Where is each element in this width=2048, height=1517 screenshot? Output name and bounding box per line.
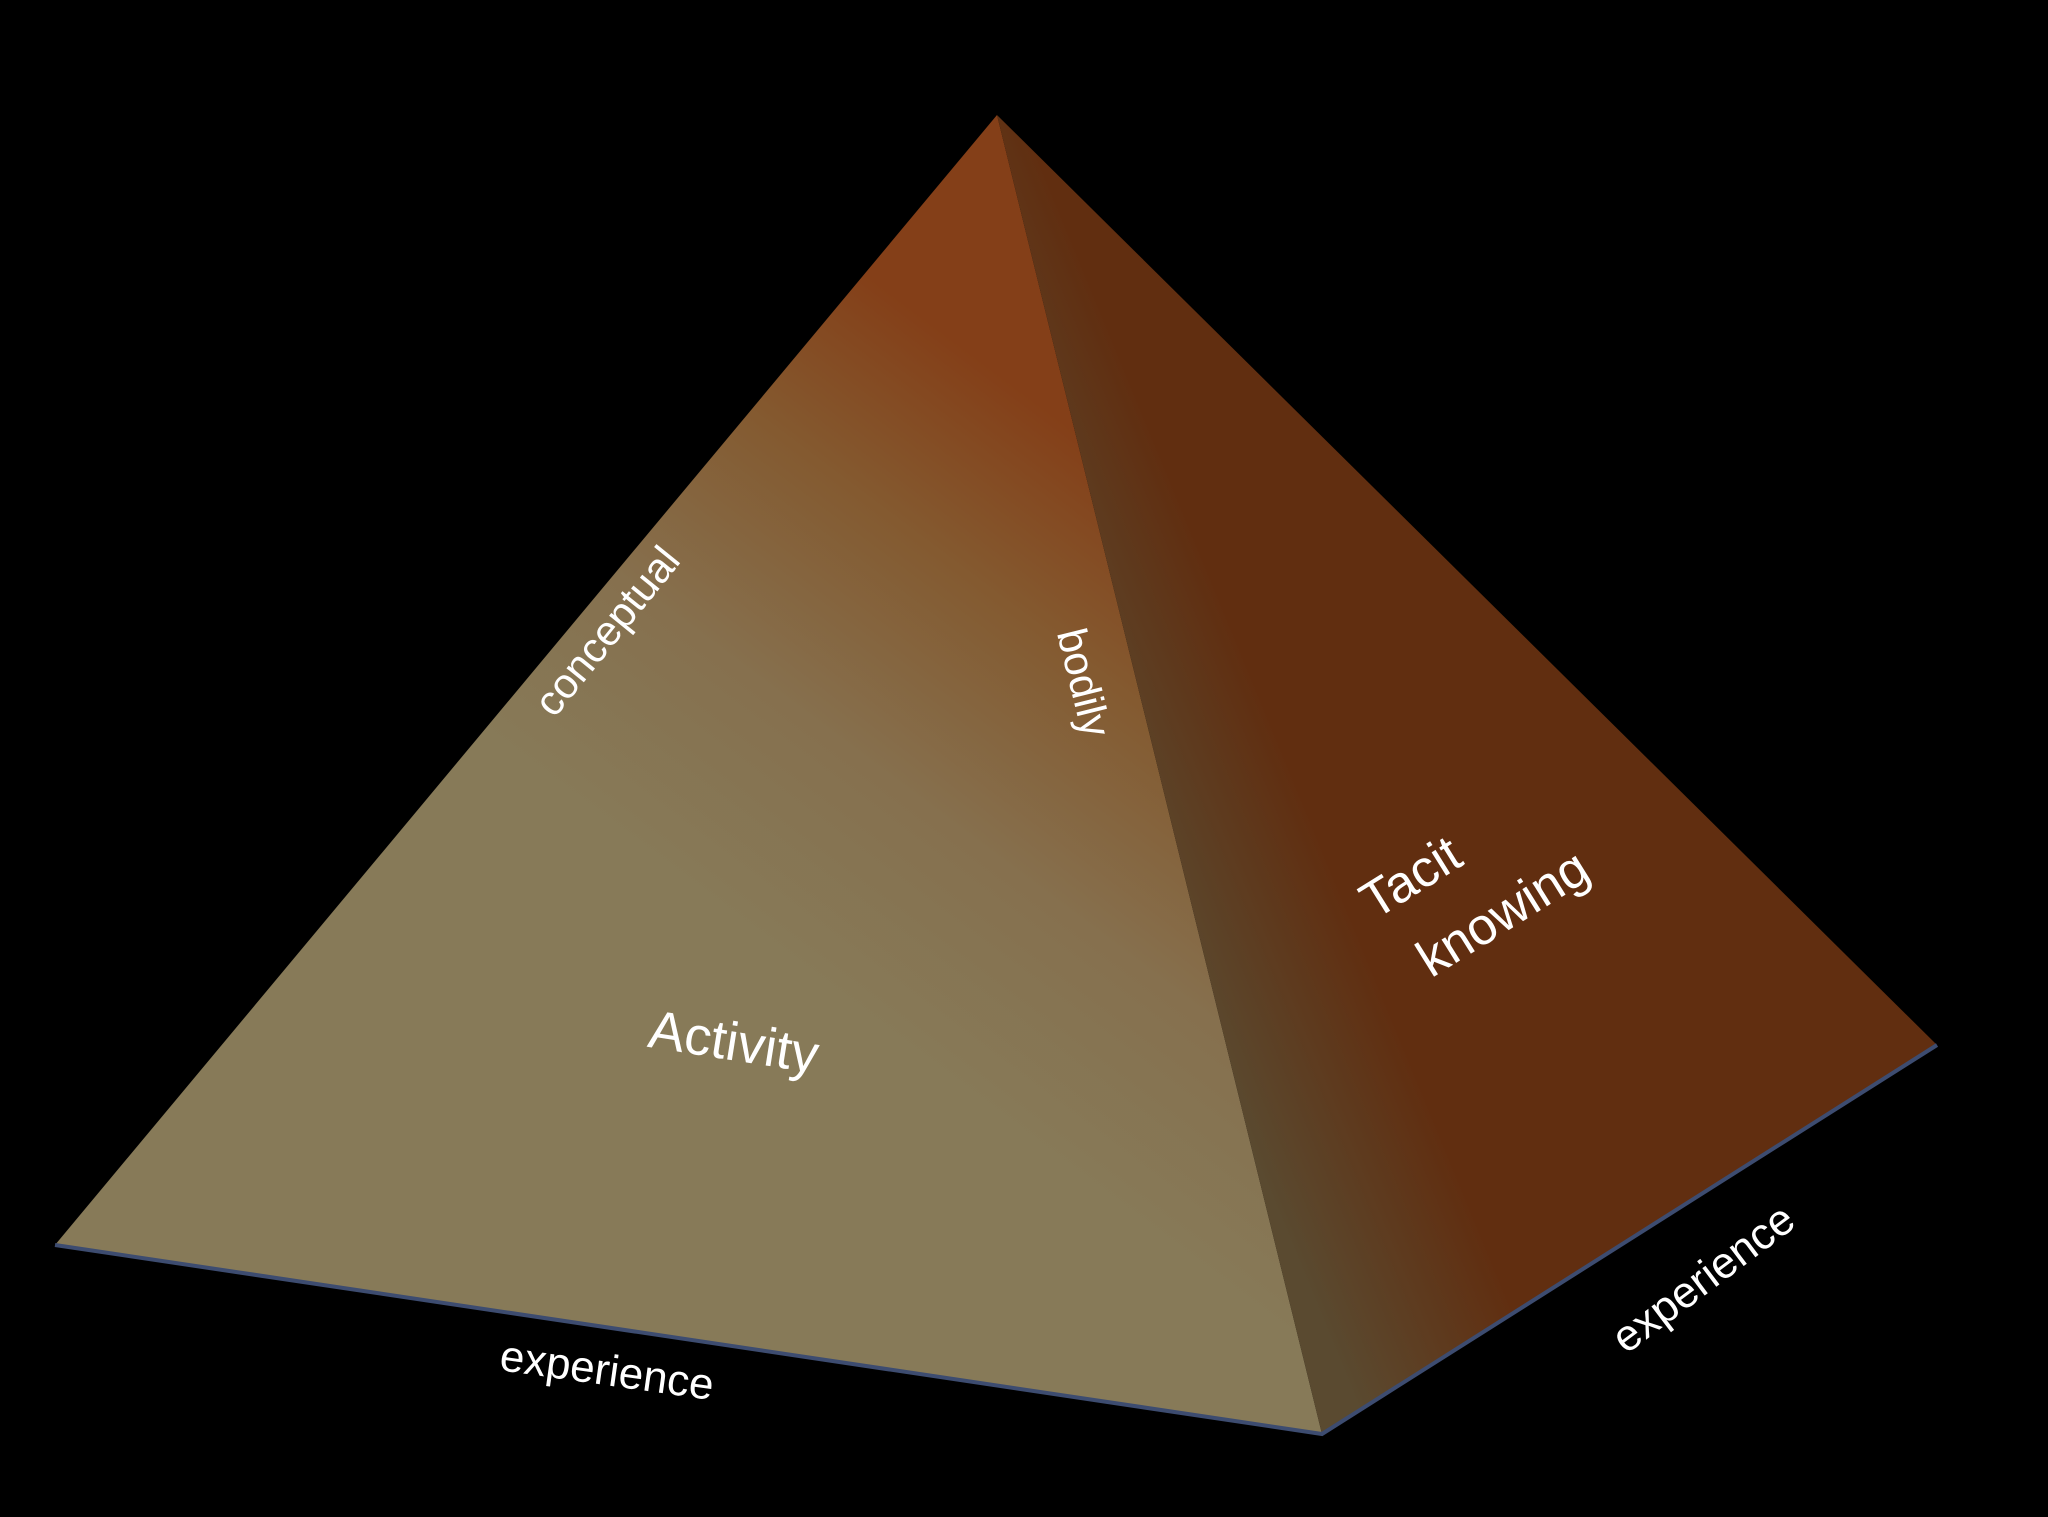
pyramid-right-face: [997, 115, 1937, 1434]
label-experience-left: experience: [497, 1331, 717, 1409]
pyramid-left-face: [55, 115, 1322, 1434]
pyramid-base-edge: [54, 1043, 1939, 1437]
